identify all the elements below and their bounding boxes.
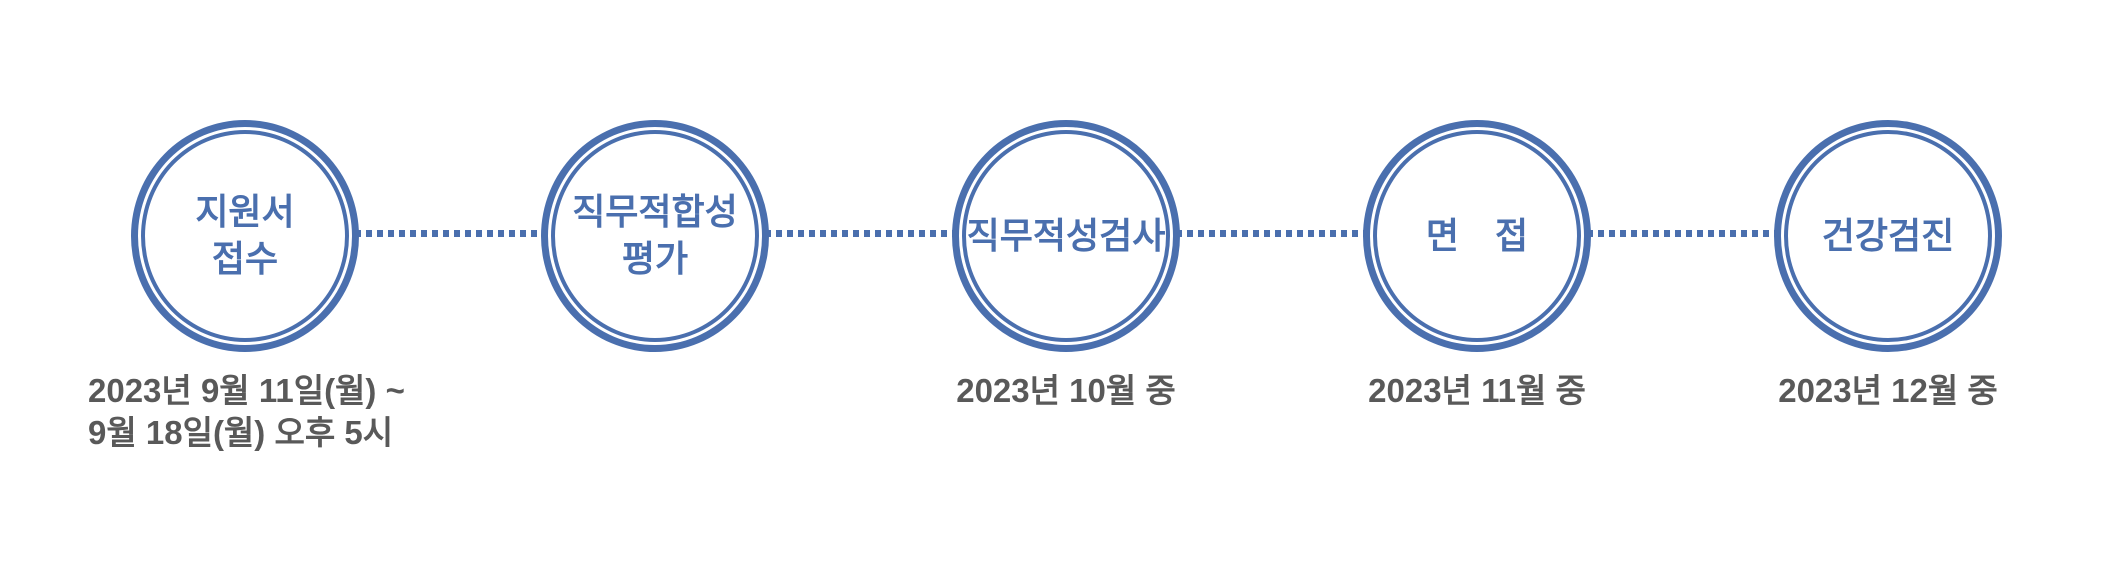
step-circle-application: 지원서 접수 <box>131 120 359 352</box>
dotted-connector-1 <box>245 230 655 237</box>
step-circle-inner-ring: 직무적합성 평가 <box>551 130 759 342</box>
step-label: 직무적합성 평가 <box>572 191 738 279</box>
step-date-interview: 2023년 11월 중 <box>1368 372 1586 409</box>
step-label: 건강검진 <box>1821 214 1955 256</box>
step-label: 직무적성검사 <box>966 214 1166 256</box>
dotted-connector-3 <box>1066 230 1477 237</box>
step-circle-inner-ring: 직무적성검사 <box>962 130 1170 342</box>
step-circle-outer-ring: 건강검진 <box>1774 120 2002 352</box>
step-circle-outer-ring: 지원서 접수 <box>131 120 359 352</box>
step-circle-outer-ring: 직무적성검사 <box>952 120 1180 352</box>
step-label: 지원서 접수 <box>195 191 295 279</box>
step-circle-aptitude-test: 직무적성검사 <box>952 120 1180 352</box>
dotted-connector-2 <box>655 230 1066 237</box>
step-circle-inner-ring: 지원서 접수 <box>141 130 349 342</box>
step-date-application: 2023년 9월 11일(월) ~ 9월 18일(월) 오후 5시 <box>88 372 405 452</box>
step-circle-job-suitability: 직무적합성 평가 <box>541 120 769 352</box>
dotted-connector-4 <box>1477 230 1888 237</box>
step-circle-interview: 면 접 <box>1363 120 1591 352</box>
step-date-aptitude-test: 2023년 10월 중 <box>956 372 1176 409</box>
step-circle-outer-ring: 직무적합성 평가 <box>541 120 769 352</box>
step-circle-inner-ring: 건강검진 <box>1784 130 1992 342</box>
step-circle-inner-ring: 면 접 <box>1373 130 1581 342</box>
step-date-health-check: 2023년 12월 중 <box>1778 372 1998 409</box>
step-circle-outer-ring: 면 접 <box>1363 120 1591 352</box>
step-circle-health-check: 건강검진 <box>1774 120 2002 352</box>
step-label: 면 접 <box>1425 214 1529 256</box>
